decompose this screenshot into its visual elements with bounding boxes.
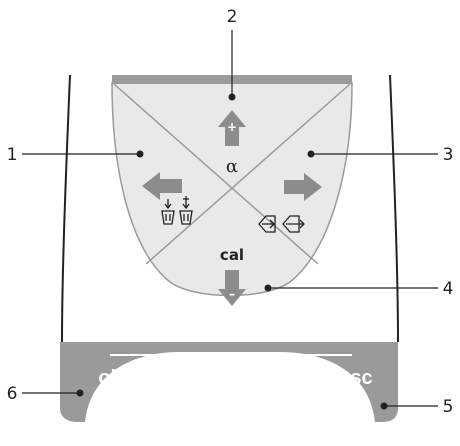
esc-label: esc [339, 367, 372, 389]
up-key[interactable]: + α [218, 110, 246, 177]
beaker-zero-icon [179, 196, 193, 225]
transfer-continuous-icon [282, 215, 305, 233]
device-right-edge [389, 74, 399, 343]
power-icon [346, 396, 366, 416]
divider-diagonal-1 [113, 83, 319, 265]
right-key[interactable] [258, 173, 322, 233]
svg-text:1: 1 [7, 145, 18, 165]
arrow-left-icon [142, 172, 182, 200]
callout-5: 5 [380, 397, 454, 417]
down-key[interactable]: cal – [218, 246, 246, 306]
transfer-icon [258, 215, 276, 233]
svg-text:5: 5 [443, 397, 454, 417]
left-key[interactable] [142, 172, 193, 225]
svg-text:6: 6 [7, 384, 18, 404]
esc-key[interactable]: esc [339, 367, 373, 416]
svg-text:3: 3 [443, 145, 454, 165]
callout-2: 2 [227, 7, 238, 101]
down-minus-sign: – [229, 287, 235, 301]
callout-6: 6 [7, 384, 84, 404]
cal-label: cal [220, 246, 244, 264]
callout-3: 3 [307, 145, 454, 165]
arrow-up-icon [218, 110, 246, 146]
callout-1: 1 [7, 145, 144, 165]
up-plus-sign: + [227, 120, 237, 134]
ok-label: ok [98, 367, 122, 389]
arrow-right-icon [284, 173, 322, 201]
callout-4: 4 [264, 279, 454, 299]
device-left-edge [61, 74, 71, 343]
svg-text:4: 4 [443, 279, 454, 299]
svg-text:2: 2 [227, 7, 238, 27]
bottom-key-bar [60, 342, 398, 422]
meas-label: meas. [90, 400, 130, 416]
alpha-label: α [226, 156, 238, 177]
divider-diagonal-2 [145, 83, 351, 265]
menu-label: menu [211, 347, 251, 364]
ok-key[interactable]: ok meas. [90, 367, 130, 416]
arrow-down-icon [218, 270, 246, 306]
beaker-tare-icon [161, 199, 175, 225]
